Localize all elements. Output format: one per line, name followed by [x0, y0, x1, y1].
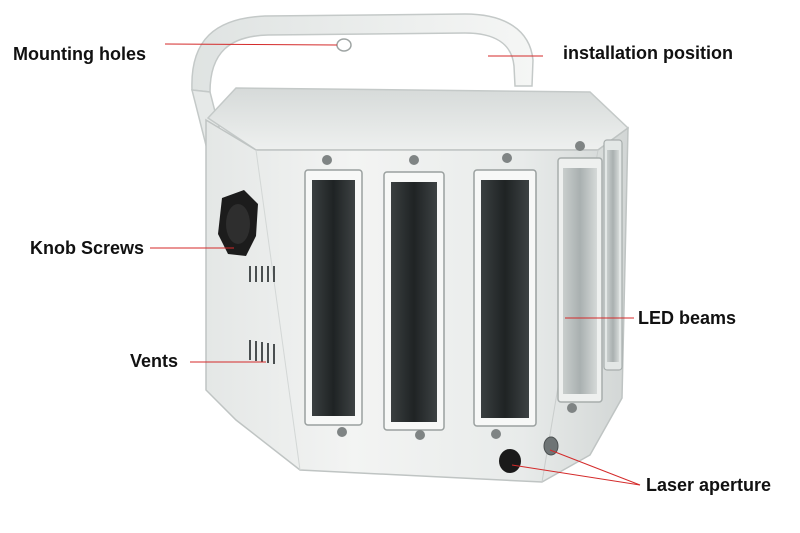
label-knob-screws: Knob Screws — [30, 238, 145, 258]
laser-aperture — [499, 449, 521, 473]
label-vents: Vents — [130, 351, 179, 371]
label-installation-position: installation position — [563, 43, 733, 63]
vents-upper — [249, 266, 275, 282]
led-lens-1 — [304, 155, 363, 437]
label-laser-aperture: Laser aperture — [646, 475, 772, 495]
housing-top — [206, 87, 630, 151]
knob-screw — [218, 190, 258, 256]
led-lens-3 — [473, 153, 537, 439]
label-mounting-holes: Mounting holes — [13, 44, 146, 64]
led-lens-4 — [557, 141, 603, 413]
led-lens-5 — [603, 139, 623, 371]
label-led-beams: LED beams — [638, 308, 737, 328]
leader-lines — [150, 43, 641, 486]
led-lens-2 — [383, 155, 445, 440]
sensor-hole — [543, 436, 559, 456]
mounting-hole — [336, 38, 352, 52]
vents-lower — [249, 340, 275, 364]
